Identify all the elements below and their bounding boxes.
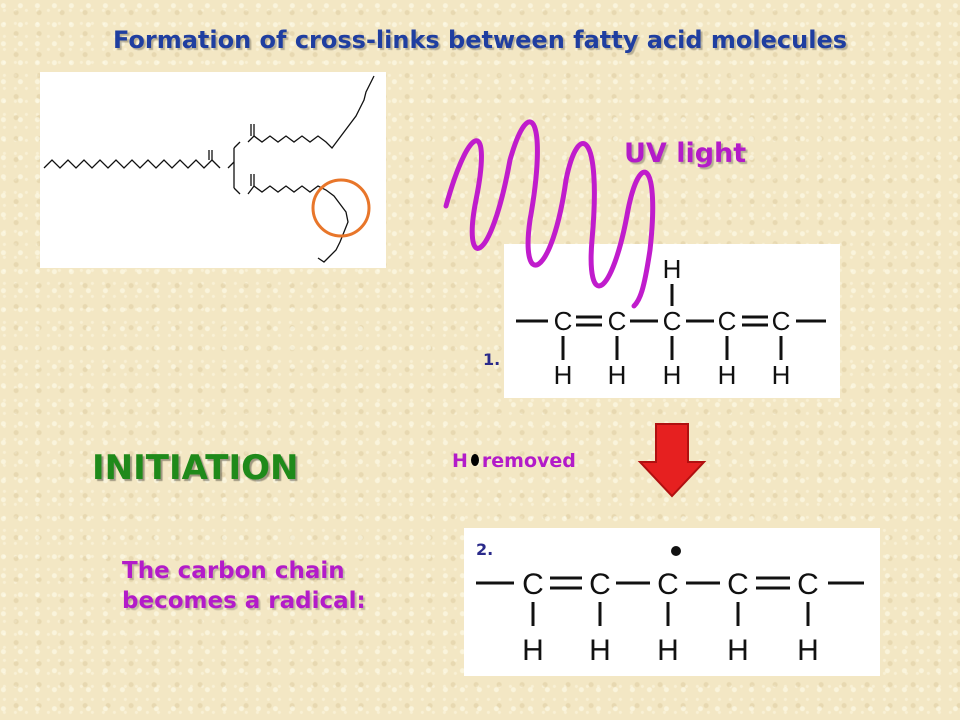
triglyceride-structure bbox=[40, 72, 386, 268]
chain1-carbon: C bbox=[608, 306, 627, 336]
chain-1-atoms: C C C C C H H H H H H bbox=[554, 254, 791, 390]
chain2-hydrogen: H bbox=[657, 634, 679, 667]
chain2-carbon: C bbox=[657, 568, 679, 601]
chain2-hydrogen: H bbox=[727, 634, 749, 667]
step-1-label: 1. bbox=[483, 350, 501, 369]
chain1-hydrogen: H bbox=[718, 360, 737, 390]
uv-light-label: UV light bbox=[624, 138, 747, 169]
initiation-label: INITIATION bbox=[92, 448, 299, 488]
chain2-hydrogen: H bbox=[522, 634, 544, 667]
chain1-hydrogen: H bbox=[772, 360, 791, 390]
chain2-carbon: C bbox=[797, 568, 819, 601]
chain-1-bonds bbox=[516, 284, 826, 360]
triglyceride-skeleton bbox=[43, 75, 375, 263]
chain1-top-hydrogen: H bbox=[663, 254, 682, 284]
page-title: Formation of cross-links between fatty a… bbox=[112, 26, 848, 54]
chain1-carbon: C bbox=[772, 306, 791, 336]
reaction-arrow-icon bbox=[637, 423, 707, 498]
chain2-carbon: C bbox=[727, 568, 749, 601]
chain2-carbon: C bbox=[522, 568, 544, 601]
radical-dot-icon bbox=[470, 454, 479, 466]
radical-description: The carbon chain becomes a radical: bbox=[122, 558, 366, 614]
radical-electron-dot bbox=[671, 546, 681, 556]
chain2-hydrogen: H bbox=[797, 634, 819, 667]
double-bond-highlight-circle bbox=[311, 178, 371, 238]
chain1-carbon: C bbox=[554, 306, 573, 336]
chain1-hydrogen: H bbox=[663, 360, 682, 390]
chain2-hydrogen: H bbox=[589, 634, 611, 667]
chain1-hydrogen: H bbox=[608, 360, 627, 390]
chain-2-bonds bbox=[476, 576, 864, 626]
chain1-hydrogen: H bbox=[554, 360, 573, 390]
step-2-label: 2. bbox=[476, 540, 494, 559]
chain-2-atoms: C C C C C H H H H H bbox=[522, 568, 819, 667]
uv-wave bbox=[443, 119, 656, 309]
chain1-carbon: C bbox=[663, 306, 682, 336]
removed-text: removed bbox=[481, 450, 576, 472]
chain2-carbon: C bbox=[589, 568, 611, 601]
chain1-carbon: C bbox=[718, 306, 737, 336]
chain-1-box bbox=[504, 244, 840, 398]
h-atom-label: H bbox=[452, 450, 468, 472]
